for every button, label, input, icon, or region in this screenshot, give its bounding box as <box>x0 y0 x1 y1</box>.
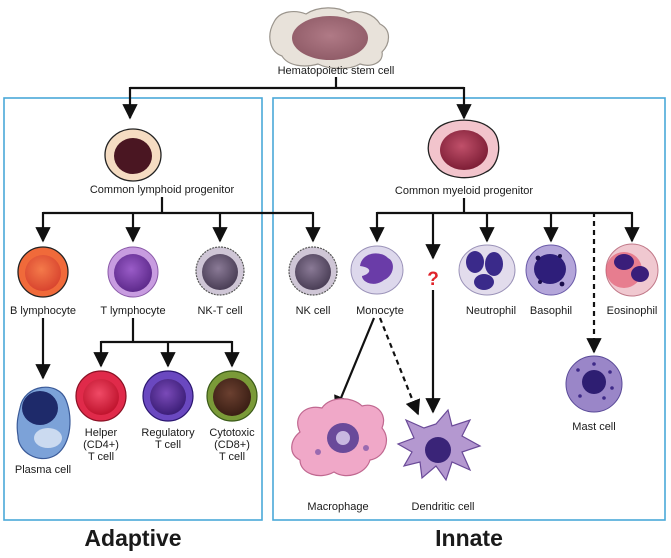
plasma-cell-label: Plasma cell <box>15 464 71 476</box>
plasma-cell-icon <box>16 386 71 460</box>
dendritic-cell-label: Dendritic cell <box>412 501 475 513</box>
basophil-label: Basophil <box>530 305 572 317</box>
connectors <box>35 77 640 414</box>
eosinophil-icon <box>605 243 659 297</box>
label-line: Eosinophil <box>607 305 658 317</box>
b-lymphocyte-label: B lymphocyte <box>10 305 76 317</box>
innate-box <box>272 97 666 521</box>
label-line: Plasma cell <box>15 464 71 476</box>
neutrophil-icon <box>458 244 516 296</box>
label-line: (CD8+) <box>214 439 250 451</box>
regulatory-t-cell-icon <box>142 370 194 422</box>
label-line: Macrophage <box>307 501 368 513</box>
b-lymphocyte-icon <box>17 246 69 298</box>
adaptive-box <box>3 97 263 521</box>
mast-cell-icon <box>565 355 623 413</box>
helper-t-cell-label: Helper(CD4+)T cell <box>83 427 119 463</box>
nk-cell-label: NK cell <box>296 305 331 317</box>
helper-t-cell-icon <box>75 370 127 422</box>
basophil-icon <box>525 244 577 296</box>
nk-cell-icon <box>288 246 338 296</box>
dendritic-cell-icon <box>396 408 482 482</box>
label-line: Regulatory <box>141 427 195 439</box>
label-line: Common lymphoid progenitor <box>90 184 235 196</box>
t-lymphocyte-icon <box>107 246 159 298</box>
label-line: Helper <box>85 427 118 439</box>
adaptive-section-title: Adaptive <box>84 525 181 551</box>
eosinophil-label: Eosinophil <box>607 305 658 317</box>
macrophage-label: Macrophage <box>307 501 368 513</box>
label-line: B lymphocyte <box>10 305 76 317</box>
label-line: Monocyte <box>356 305 404 317</box>
macrophage-icon <box>291 398 387 477</box>
label-line: Basophil <box>530 305 572 317</box>
label-line: NK-T cell <box>197 305 242 317</box>
cytotoxic-t-cell-icon <box>206 370 258 422</box>
label-line: Mast cell <box>572 421 615 433</box>
label-line: T cell <box>155 439 181 451</box>
monocyte-label: Monocyte <box>356 305 404 317</box>
label-line: T cell <box>88 451 114 463</box>
label-line: NK cell <box>296 305 331 317</box>
common-myeloid-progenitor-icon <box>427 119 500 179</box>
clp-label: Common lymphoid progenitor <box>90 184 235 196</box>
t-lymphocyte-label: T lymphocyte <box>100 305 165 317</box>
unknown-precursor-mark: ? <box>427 269 439 290</box>
cytotoxic-t-cell-label: Cytotoxic(CD8+)T cell <box>209 427 255 463</box>
label-line: Dendritic cell <box>412 501 475 513</box>
neutrophil-label: Neutrophil <box>466 305 516 317</box>
hsc-label: Hematopoietic stem cell <box>278 65 395 77</box>
mast-cell-label: Mast cell <box>572 421 615 433</box>
label-line: T lymphocyte <box>100 305 165 317</box>
label-line: T cell <box>219 451 245 463</box>
label-line: Hematopoietic stem cell <box>278 65 395 77</box>
label-line: (CD4+) <box>83 439 119 451</box>
label-line: Cytotoxic <box>209 427 255 439</box>
common-lymphoid-progenitor-icon <box>104 128 162 182</box>
hematopoietic-stem-cell-icon <box>269 7 390 70</box>
label-line: Neutrophil <box>466 305 516 317</box>
label-line: Common myeloid progenitor <box>395 185 534 197</box>
monocyte-icon <box>350 245 404 295</box>
cmp-label: Common myeloid progenitor <box>395 185 534 197</box>
nkt-cell-label: NK-T cell <box>197 305 242 317</box>
nk-t-cell-icon <box>195 246 245 296</box>
innate-section-title: Innate <box>435 525 503 551</box>
